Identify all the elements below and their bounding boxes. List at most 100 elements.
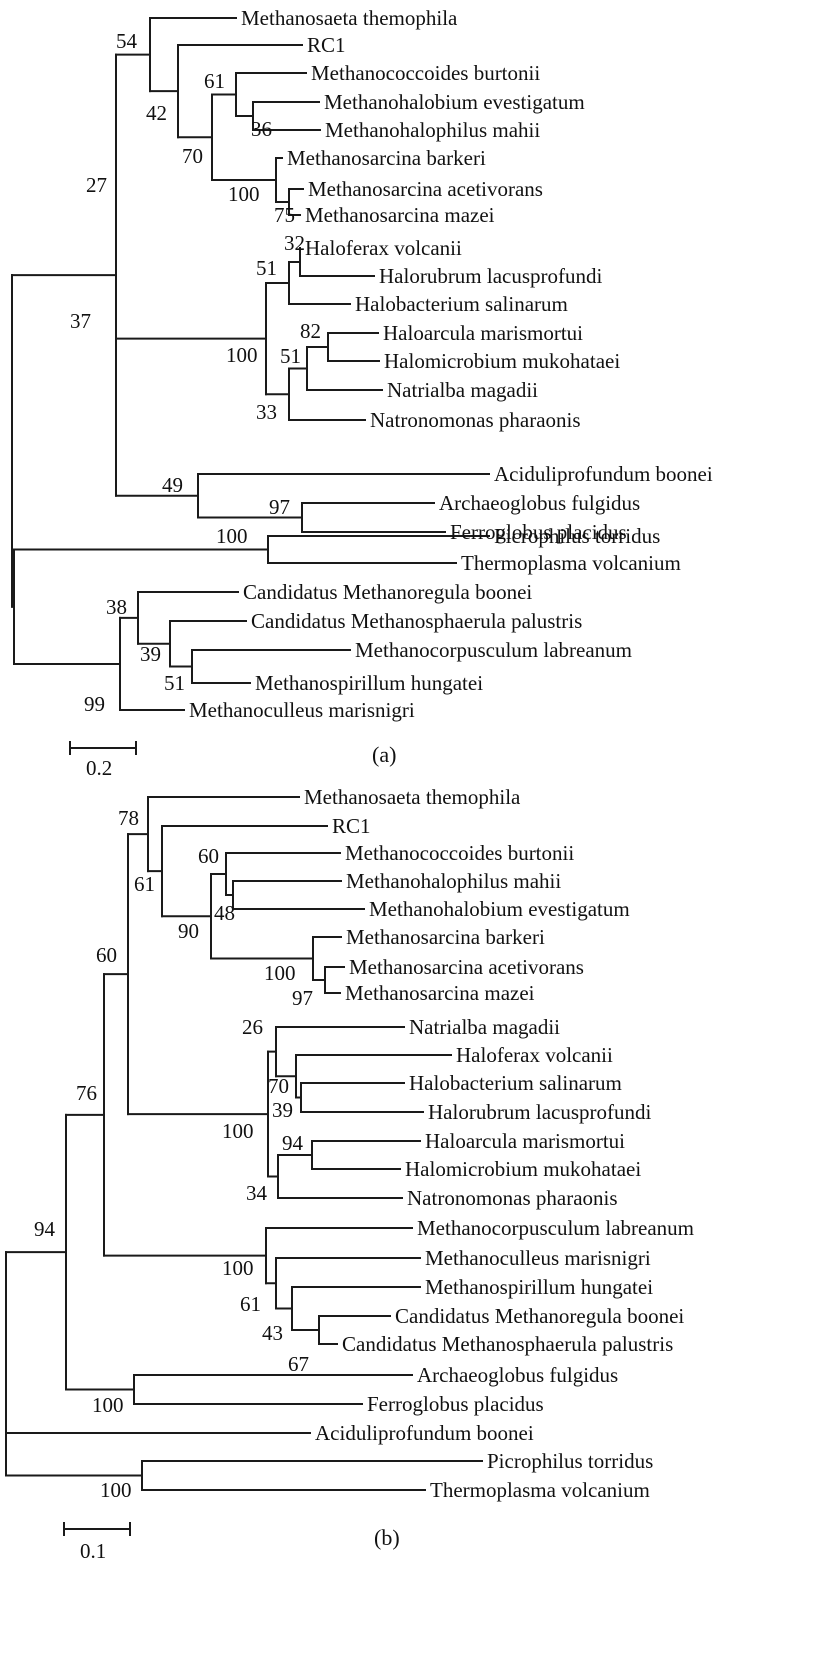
bootstrap-value: 100 [216,524,248,548]
bootstrap-value: 26 [242,1015,263,1039]
bootstrap-value: 48 [214,901,235,925]
taxon-label: Candidatus Methanoregula boonei [243,580,532,604]
taxon-label: Natrialba magadii [387,378,538,402]
taxon-label: Candidatus Methanosphaerula palustris [251,609,582,633]
bootstrap-value: 38 [106,595,127,619]
taxon-label: Ferroglobus placidus [450,520,627,544]
taxon-label: Thermoplasma volcanium [461,551,681,575]
bootstrap-value: 97 [269,495,290,519]
taxon-label: Methanohalobium evestigatum [324,90,585,114]
bootstrap-value: 97 [292,986,313,1010]
bootstrap-value: 43 [262,1321,283,1345]
taxon-label: Methanohalobium evestigatum [369,897,630,921]
taxon-label: Ferroglobus placidus [367,1392,544,1416]
bootstrap-value: 36 [251,117,272,141]
bootstrap-value: 99 [84,692,105,716]
taxon-label: RC1 [307,33,346,57]
taxon-label: Natronomonas pharaonis [370,408,581,432]
bootstrap-value: 42 [146,101,167,125]
bootstrap-value: 94 [282,1131,304,1155]
bootstrap-value: 100 [226,343,258,367]
bootstrap-value: 100 [100,1478,132,1502]
taxon-label: Methanosarcina mazei [305,203,495,227]
taxon-label: Methanohalophilus mahii [325,118,540,142]
bootstrap-value: 100 [228,182,260,206]
taxon-label: Halobacterium salinarum [409,1071,622,1095]
bootstrap-value: 61 [204,69,225,93]
taxon-label: Halorubrum lacusprofundi [428,1100,652,1124]
taxon-label: Methanohalophilus mahii [346,869,561,893]
taxon-label: Haloarcula marismortui [383,321,583,345]
bootstrap-value: 60 [198,844,219,868]
bootstrap-value: 51 [256,256,277,280]
taxon-label: Natronomonas pharaonis [407,1186,618,1210]
bootstrap-value: 75 [274,203,295,227]
taxon-label: RC1 [332,814,371,838]
taxon-label: Methanosarcina acetivorans [349,955,584,979]
taxon-label: Methanosarcina barkeri [346,925,545,949]
taxon-label: Methanosarcina acetivorans [308,177,543,201]
taxon-label: Methanoculleus marisnigri [425,1246,651,1270]
scale-bar-label: 0.1 [80,1539,106,1563]
bootstrap-value: 49 [162,473,183,497]
bootstrap-value: 39 [140,642,161,666]
bootstrap-value: 61 [134,872,155,896]
bootstrap-value: 82 [300,319,321,343]
taxon-label: Aciduliprofundum boonei [315,1421,534,1445]
bootstrap-value: 78 [118,806,139,830]
bootstrap-value: 61 [240,1292,261,1316]
taxon-label: Methanosaeta themophila [304,785,521,809]
taxon-label: Candidatus Methanoregula boonei [395,1304,684,1328]
taxon-label: Candidatus Methanosphaerula palustris [342,1332,673,1356]
taxon-label: Halobacterium salinarum [355,292,568,316]
bootstrap-value: 100 [92,1393,124,1417]
taxon-label: Methanospirillum hungatei [255,671,483,695]
taxon-label: Methanosaeta themophila [241,6,458,30]
taxon-label: Methanoculleus marisnigri [189,698,415,722]
taxon-label: Methanocorpusculum labreanum [417,1216,694,1240]
bootstrap-value: 90 [178,919,199,943]
taxon-label: Thermoplasma volcanium [430,1478,650,1502]
bootstrap-value: 34 [246,1181,268,1205]
bootstrap-value: 76 [76,1081,97,1105]
taxon-label: Picrophilus torridus [494,524,660,548]
bootstrap-value: 70 [182,144,203,168]
taxon-label: Aciduliprofundum boonei [494,462,713,486]
bootstrap-value: 100 [222,1256,254,1280]
bootstrap-value: 94 [34,1217,56,1241]
taxon-label: Methanosarcina mazei [345,981,535,1005]
taxon-label: Halomicrobium mukohataei [384,349,620,373]
bootstrap-value: 67 [288,1352,309,1376]
panel-label-b: (b) [374,1525,400,1550]
taxon-label: Methanosarcina barkeri [287,146,486,170]
taxon-label: Archaeoglobus fulgidus [439,491,640,515]
bootstrap-value: 33 [256,400,277,424]
bootstrap-value: 27 [86,173,107,197]
bootstrap-value: 100 [264,961,296,985]
taxon-label: Halorubrum lacusprofundi [379,264,603,288]
taxon-label: Methanospirillum hungatei [425,1275,653,1299]
bootstrap-value: 60 [96,943,117,967]
taxon-label: Haloarcula marismortui [425,1129,625,1153]
taxon-label: Picrophilus torridus [487,1449,653,1473]
bootstrap-value: 39 [272,1098,293,1122]
taxon-label: Haloferax volcanii [305,236,462,260]
bootstrap-value: 37 [70,309,91,333]
bootstrap-value: 51 [164,671,185,695]
taxon-label: Methanococcoides burtonii [345,841,574,865]
bootstrap-value: 54 [116,29,138,53]
taxon-label: Halomicrobium mukohataei [405,1157,641,1181]
scale-bar-label: 0.2 [86,756,112,780]
taxon-label: Archaeoglobus fulgidus [417,1363,618,1387]
taxon-label: Haloferax volcanii [456,1043,613,1067]
taxon-label: Methanococcoides burtonii [311,61,540,85]
bootstrap-value: 32 [284,231,305,255]
taxon-label: Methanocorpusculum labreanum [355,638,632,662]
bootstrap-value: 70 [268,1074,289,1098]
bootstrap-value: 100 [222,1119,254,1143]
bootstrap-value: 51 [280,344,301,368]
panel-label-a: (a) [372,742,396,767]
taxon-label: Natrialba magadii [409,1015,560,1039]
